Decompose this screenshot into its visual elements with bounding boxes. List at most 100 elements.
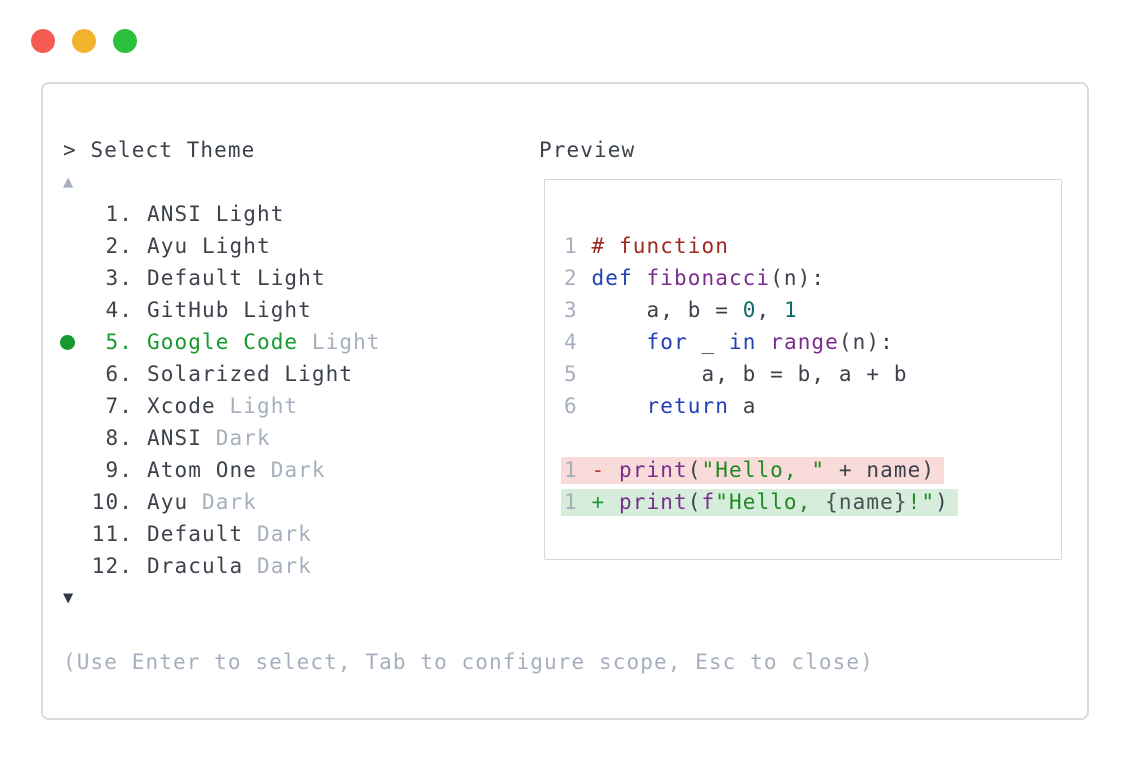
code-token: 1 [783,298,798,322]
theme-option-number: 3. [105,266,133,290]
theme-option-7[interactable]: 7. Xcode Light [60,390,874,422]
code-token: return [646,394,729,418]
code-tokens: print("Hello, " + name) [619,458,935,482]
code-line: 3 a, b = 0, 1 [564,294,1061,326]
code-token: !" [907,489,936,514]
theme-option-label: Default Dark [147,522,312,546]
theme-option-label: ANSI Light [147,202,285,226]
theme-option-number: 8. [105,426,133,450]
code-token: range [770,330,839,354]
scroll-down-icon[interactable]: ▼ [63,588,75,608]
code-token: a, b = [591,298,743,322]
code-tokens: for _ in range(n): [592,330,894,354]
theme-option-2[interactable]: 2. Ayu Light [60,230,874,262]
code-token [592,394,647,418]
theme-option-3[interactable]: 3. Default Light [60,262,874,294]
theme-option-label: Ayu Light [147,234,271,258]
theme-option-number: 7. [105,394,133,418]
theme-option-6[interactable]: 6. Solarized Light [60,358,874,390]
theme-option-number: 5. [105,330,133,354]
line-number: 2 [564,266,592,290]
theme-list: 1. ANSI Light 2. Ayu Light 3. Default Li… [60,198,874,582]
code-token: def [591,266,633,290]
code-token: for [646,330,688,354]
keyboard-hint: (Use Enter to select, Tab to configure s… [63,650,874,674]
diff-chip: 1 - print("Hello, " + name) [561,456,945,484]
theme-option-12[interactable]: 12. Dracula Dark [60,550,874,582]
preview-label: Preview [539,138,636,162]
code-token: ( [687,457,702,482]
minimize-button-icon[interactable] [72,29,96,53]
code-token: (n): [770,266,826,290]
code-token: "Hello, " [701,457,826,482]
code-token: # function [591,234,729,258]
theme-option-number: 6. [105,362,133,386]
code-token: (n): [838,330,894,354]
theme-option-label: Xcode Light [147,394,299,418]
diff-line: 1 + print(f"Hello, {name}!") [561,486,1061,518]
code-token: print [619,489,688,514]
theme-option-label: Google Code Light [147,330,381,354]
code-token [756,330,770,354]
code-token: print [619,457,688,482]
theme-option-5[interactable]: 5. Google Code Light [60,326,874,358]
code-tokens: # function [592,234,729,258]
theme-option-label: ANSI Dark [147,426,271,450]
code-token: ) [935,489,949,514]
close-button-icon[interactable] [31,29,55,53]
code-token [592,330,647,354]
spacer [60,614,874,646]
theme-picker-left-column: > Select Theme ▲ 1. ANSI Light 2. Ayu Li… [60,134,874,678]
line-number: 4 [564,330,592,354]
theme-option-label: Default Light [147,266,326,290]
diff-chip: 1 + print(f"Hello, {name}!") [561,488,958,516]
code-line: 5 a, b = b, a + b [564,358,1061,390]
page-title: > Select Theme [63,138,256,162]
code-token: a [728,394,757,418]
code-line: 1 # function [564,230,1061,262]
code-token: , [756,298,784,322]
code-block: 1 # function 2 def fibonacci(n): 3 a, b … [564,230,1061,422]
theme-option-label: Dracula Dark [147,554,312,578]
theme-option-number: 12. [91,554,133,578]
spacer [564,422,1061,454]
code-tokens: print(f"Hello, {name}!") [619,490,949,514]
code-token: fibonacci [646,266,771,290]
line-number: 3 [564,298,592,322]
line-number: 6 [564,394,592,418]
theme-option-1[interactable]: 1. ANSI Light [60,198,874,230]
theme-option-number: 1. [105,202,133,226]
code-token: "Hello, [715,489,826,514]
line-number: 1 [564,489,592,514]
diff-block: 1 - print("Hello, " + name) 1 + print(f"… [561,454,1061,518]
theme-option-9[interactable]: 9. Atom One Dark [60,454,874,486]
code-token: a, b = b, a + b [591,362,908,386]
preview-box: 1 # function 2 def fibonacci(n): 3 a, b … [544,179,1062,560]
selected-bullet-icon [60,334,75,350]
diff-line: 1 - print("Hello, " + name) [561,454,1061,486]
zoom-button-icon[interactable] [113,29,137,53]
code-token: 0 [742,298,757,322]
code-token: ( [687,489,702,514]
code-tokens: return a [592,394,757,418]
code-tokens: a, b = 0, 1 [592,298,798,322]
diff-sign: + [591,489,619,514]
theme-option-label: Ayu Dark [147,490,257,514]
theme-option-11[interactable]: 11. Default Dark [60,518,874,550]
code-token [633,266,647,290]
code-line: 2 def fibonacci(n): [564,262,1061,294]
theme-option-label: GitHub Light [147,298,312,322]
theme-picker-panel: > Select Theme ▲ 1. ANSI Light 2. Ayu Li… [41,82,1089,720]
theme-option-4[interactable]: 4. GitHub Light [60,294,874,326]
scroll-up-icon[interactable]: ▲ [63,172,75,192]
code-tokens: a, b = b, a + b [592,362,908,386]
code-tokens: def fibonacci(n): [592,266,826,290]
line-number: 1 [564,234,592,258]
theme-option-10[interactable]: 10. Ayu Dark [60,486,874,518]
code-line: 6 return a [564,390,1061,422]
theme-option-8[interactable]: 8. ANSI Dark [60,422,874,454]
code-token: {name} [825,489,908,514]
line-number: 5 [564,362,592,386]
theme-option-number: 10. [91,490,133,514]
code-token: f [701,489,716,514]
